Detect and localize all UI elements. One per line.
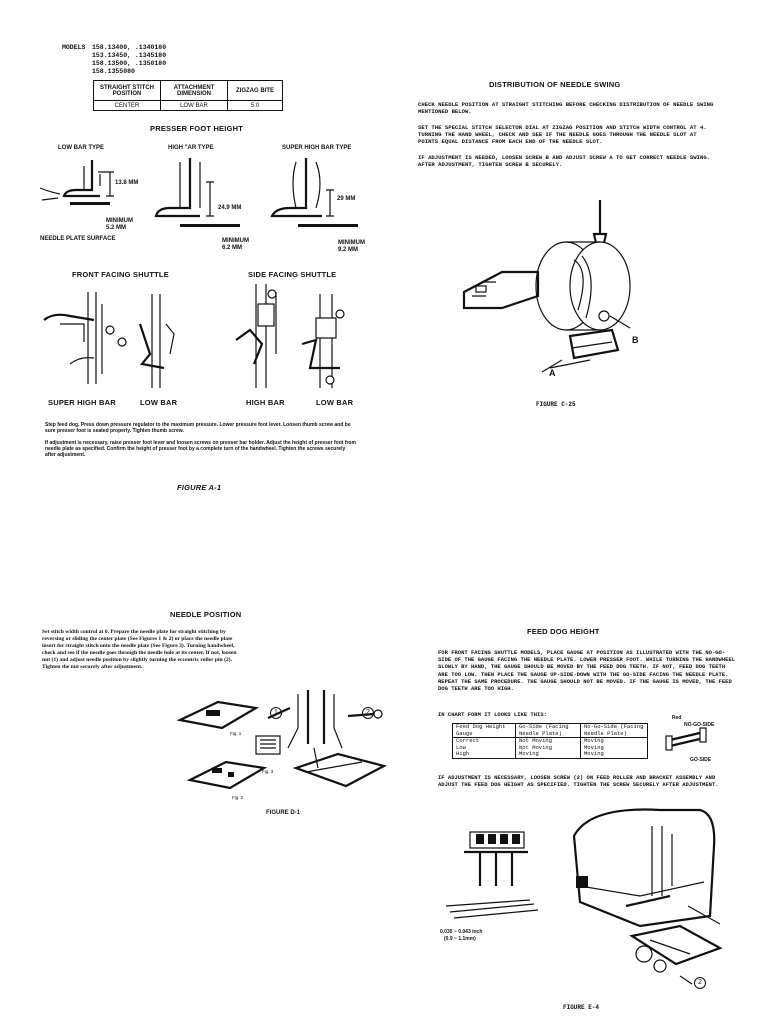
- callout-2: 2: [362, 707, 374, 719]
- table-cell-line: Moving: [584, 743, 604, 751]
- needle-position-diagram: [176, 690, 388, 790]
- figure-a1-caption: FIGURE A-1: [177, 483, 222, 492]
- needle-swing-p1: CHECK NEEDLE POSITION AT STRAIGHT STITCH…: [418, 101, 714, 115]
- fig-label-1: Fig. 1: [230, 731, 242, 736]
- callout-2-feed: 2: [694, 977, 706, 989]
- fig-label-3: Fig. 3: [262, 769, 274, 774]
- table-cell: Moving Moving Moving: [580, 737, 648, 759]
- figure-d1-caption: FIGURE D-1: [266, 810, 301, 816]
- table-cell-line: Not Moving: [519, 743, 553, 751]
- bar-label-low-1: LOW BAR: [140, 398, 178, 407]
- feed-dog-chart-intro: IN CHART FORM IT LOOKS LIKE THIS:: [438, 711, 547, 718]
- feed-dog-title: FEED DOG HEIGHT: [527, 627, 600, 636]
- presser-foot-title: PRESSER FOOT HEIGHT: [150, 124, 243, 133]
- dim-super: 29 MM: [337, 196, 356, 202]
- table-cell-line: Correct: [456, 737, 480, 744]
- dim-low: 13.8 MM: [115, 180, 139, 186]
- table-header: STRAIGHT STITCH POSITION: [93, 80, 161, 101]
- feed-dog-dim-mm: (0.9 ~ 1.1mm): [444, 936, 476, 942]
- needle-swing-p3: IF ADJUSTMENT IS NEEDED, LOOSEN SCREW B …: [418, 154, 711, 168]
- fig-label-2: Fig. 2: [232, 795, 244, 800]
- super-high-bar-drawing: [43, 292, 115, 384]
- model-line: 158.1355080: [92, 68, 135, 75]
- feed-dog-p1: FOR FRONT FACING SHUTTLE MODELS, PLACE G…: [438, 649, 736, 693]
- table-cell-line: Low: [456, 743, 466, 751]
- table-header: Feed Dog Height Gauge: [452, 723, 516, 738]
- model-line: 158.13400, .1340180: [92, 44, 167, 51]
- model-line: 153.13450, .1345180: [92, 52, 167, 59]
- presser-paragraph-1: Step feed dog. Press down pressure regul…: [45, 422, 351, 434]
- feed-dog-p2: IF ADJUSTMENT IS NECESSARY, LOOSEN SCREW…: [438, 774, 719, 789]
- feed-dog-diagram: [445, 808, 723, 985]
- bar-label-low-2: LOW BAR: [316, 398, 354, 407]
- type-label-low: LOW BAR TYPE: [58, 145, 104, 151]
- table-cell-line: Not Moving: [519, 737, 553, 744]
- feed-dog-dim: 0.035 ~ 0.043 inch: [440, 929, 483, 935]
- needle-swing-diagram: [462, 200, 631, 373]
- models-label: MODELS: [62, 44, 86, 51]
- feed-dog-table: Feed Dog Height Gauge Go-Side (Facing Ne…: [452, 723, 648, 759]
- type-label-high: HIGH "AR TYPE: [168, 145, 214, 151]
- low-bar-foot: [39, 160, 114, 205]
- presser-paragraph-2: If adjustment is necessary, raise presse…: [45, 440, 356, 458]
- front-facing-title: FRONT FACING SHUTTLE: [72, 270, 169, 279]
- callout-1: 1: [270, 707, 282, 719]
- figure-e4-caption: FIGURE E-4: [563, 1004, 600, 1011]
- shuttle-diagram: [43, 284, 345, 388]
- table-cell-line: Moving: [519, 750, 539, 757]
- high-bar-drawing: [235, 284, 277, 388]
- table-cell: LOW BAR: [160, 100, 228, 111]
- needle-plate-label: NEEDLE PLATE SURFACE: [40, 236, 116, 242]
- bar-label-high: HIGH BAR: [246, 398, 285, 407]
- gauge-diagram: [665, 727, 707, 751]
- side-facing-title: SIDE FACING SHUTTLE: [248, 270, 337, 279]
- super-high-bar-foot: [270, 158, 358, 227]
- table-cell-line: Moving: [584, 750, 604, 757]
- dim-high: 24.9 MM: [218, 205, 242, 211]
- models-list: 158.13400, .1340180 153.13450, .1345180 …: [92, 44, 166, 76]
- attachment-table: STRAIGHT STITCH POSITION ATTACHMENT DIME…: [93, 80, 283, 111]
- minimum-high: MINIMUM 6.2 MM: [222, 238, 249, 251]
- needle-position-title: NEEDLE POSITION: [170, 610, 242, 619]
- model-line: 158.13500, .1350180: [92, 60, 167, 67]
- table-header: ATTACHMENT DIMENSION: [160, 80, 228, 101]
- table-cell-line: High: [456, 750, 470, 757]
- table-cell: 5.0: [227, 100, 283, 111]
- table-cell: CENTER: [93, 100, 161, 111]
- gauge-label-red: Red: [672, 715, 682, 721]
- table-header: Go-Side (Facing Needle Plate): [515, 723, 581, 738]
- needle-swing-title: DISTRIBUTION OF NEEDLE SWING: [489, 80, 621, 89]
- type-label-super: SUPER HIGH BAR TYPE: [282, 145, 352, 151]
- low-bar-drawing-2: [301, 294, 345, 388]
- presser-foot-diagram: [39, 158, 358, 227]
- table-header: No-Go-Side (Facing Needle Plate): [580, 723, 648, 738]
- minimum-low: MINIMUM 5.2 MM: [106, 218, 133, 231]
- high-bar-foot: [154, 158, 240, 227]
- screw-label-b: B: [632, 335, 639, 345]
- figure-c25-caption: FIGURE C-25: [536, 401, 576, 408]
- low-bar-drawing-1: [117, 294, 175, 388]
- gauge-label-no-go: NO-GO-SIDE: [684, 722, 715, 728]
- needle-swing-p2: SET THE SPECIAL STITCH SELECTOR DIAL AT …: [418, 124, 707, 145]
- table-cell-line: Moving: [584, 737, 604, 744]
- minimum-super: MINIMUM 9.2 MM: [338, 240, 365, 253]
- table-cell: Correct Low High: [452, 737, 516, 759]
- needle-position-text: Set stitch width control at 0. Prepare t…: [42, 629, 237, 671]
- table-cell: Not Moving Not Moving Moving: [515, 737, 581, 759]
- screw-label-a: A: [549, 368, 556, 378]
- bar-label-super-high: SUPER HIGH BAR: [48, 398, 116, 407]
- table-header: ZIGZAG BITE: [227, 80, 283, 101]
- gauge-label-go: GO-SIDE: [690, 757, 712, 763]
